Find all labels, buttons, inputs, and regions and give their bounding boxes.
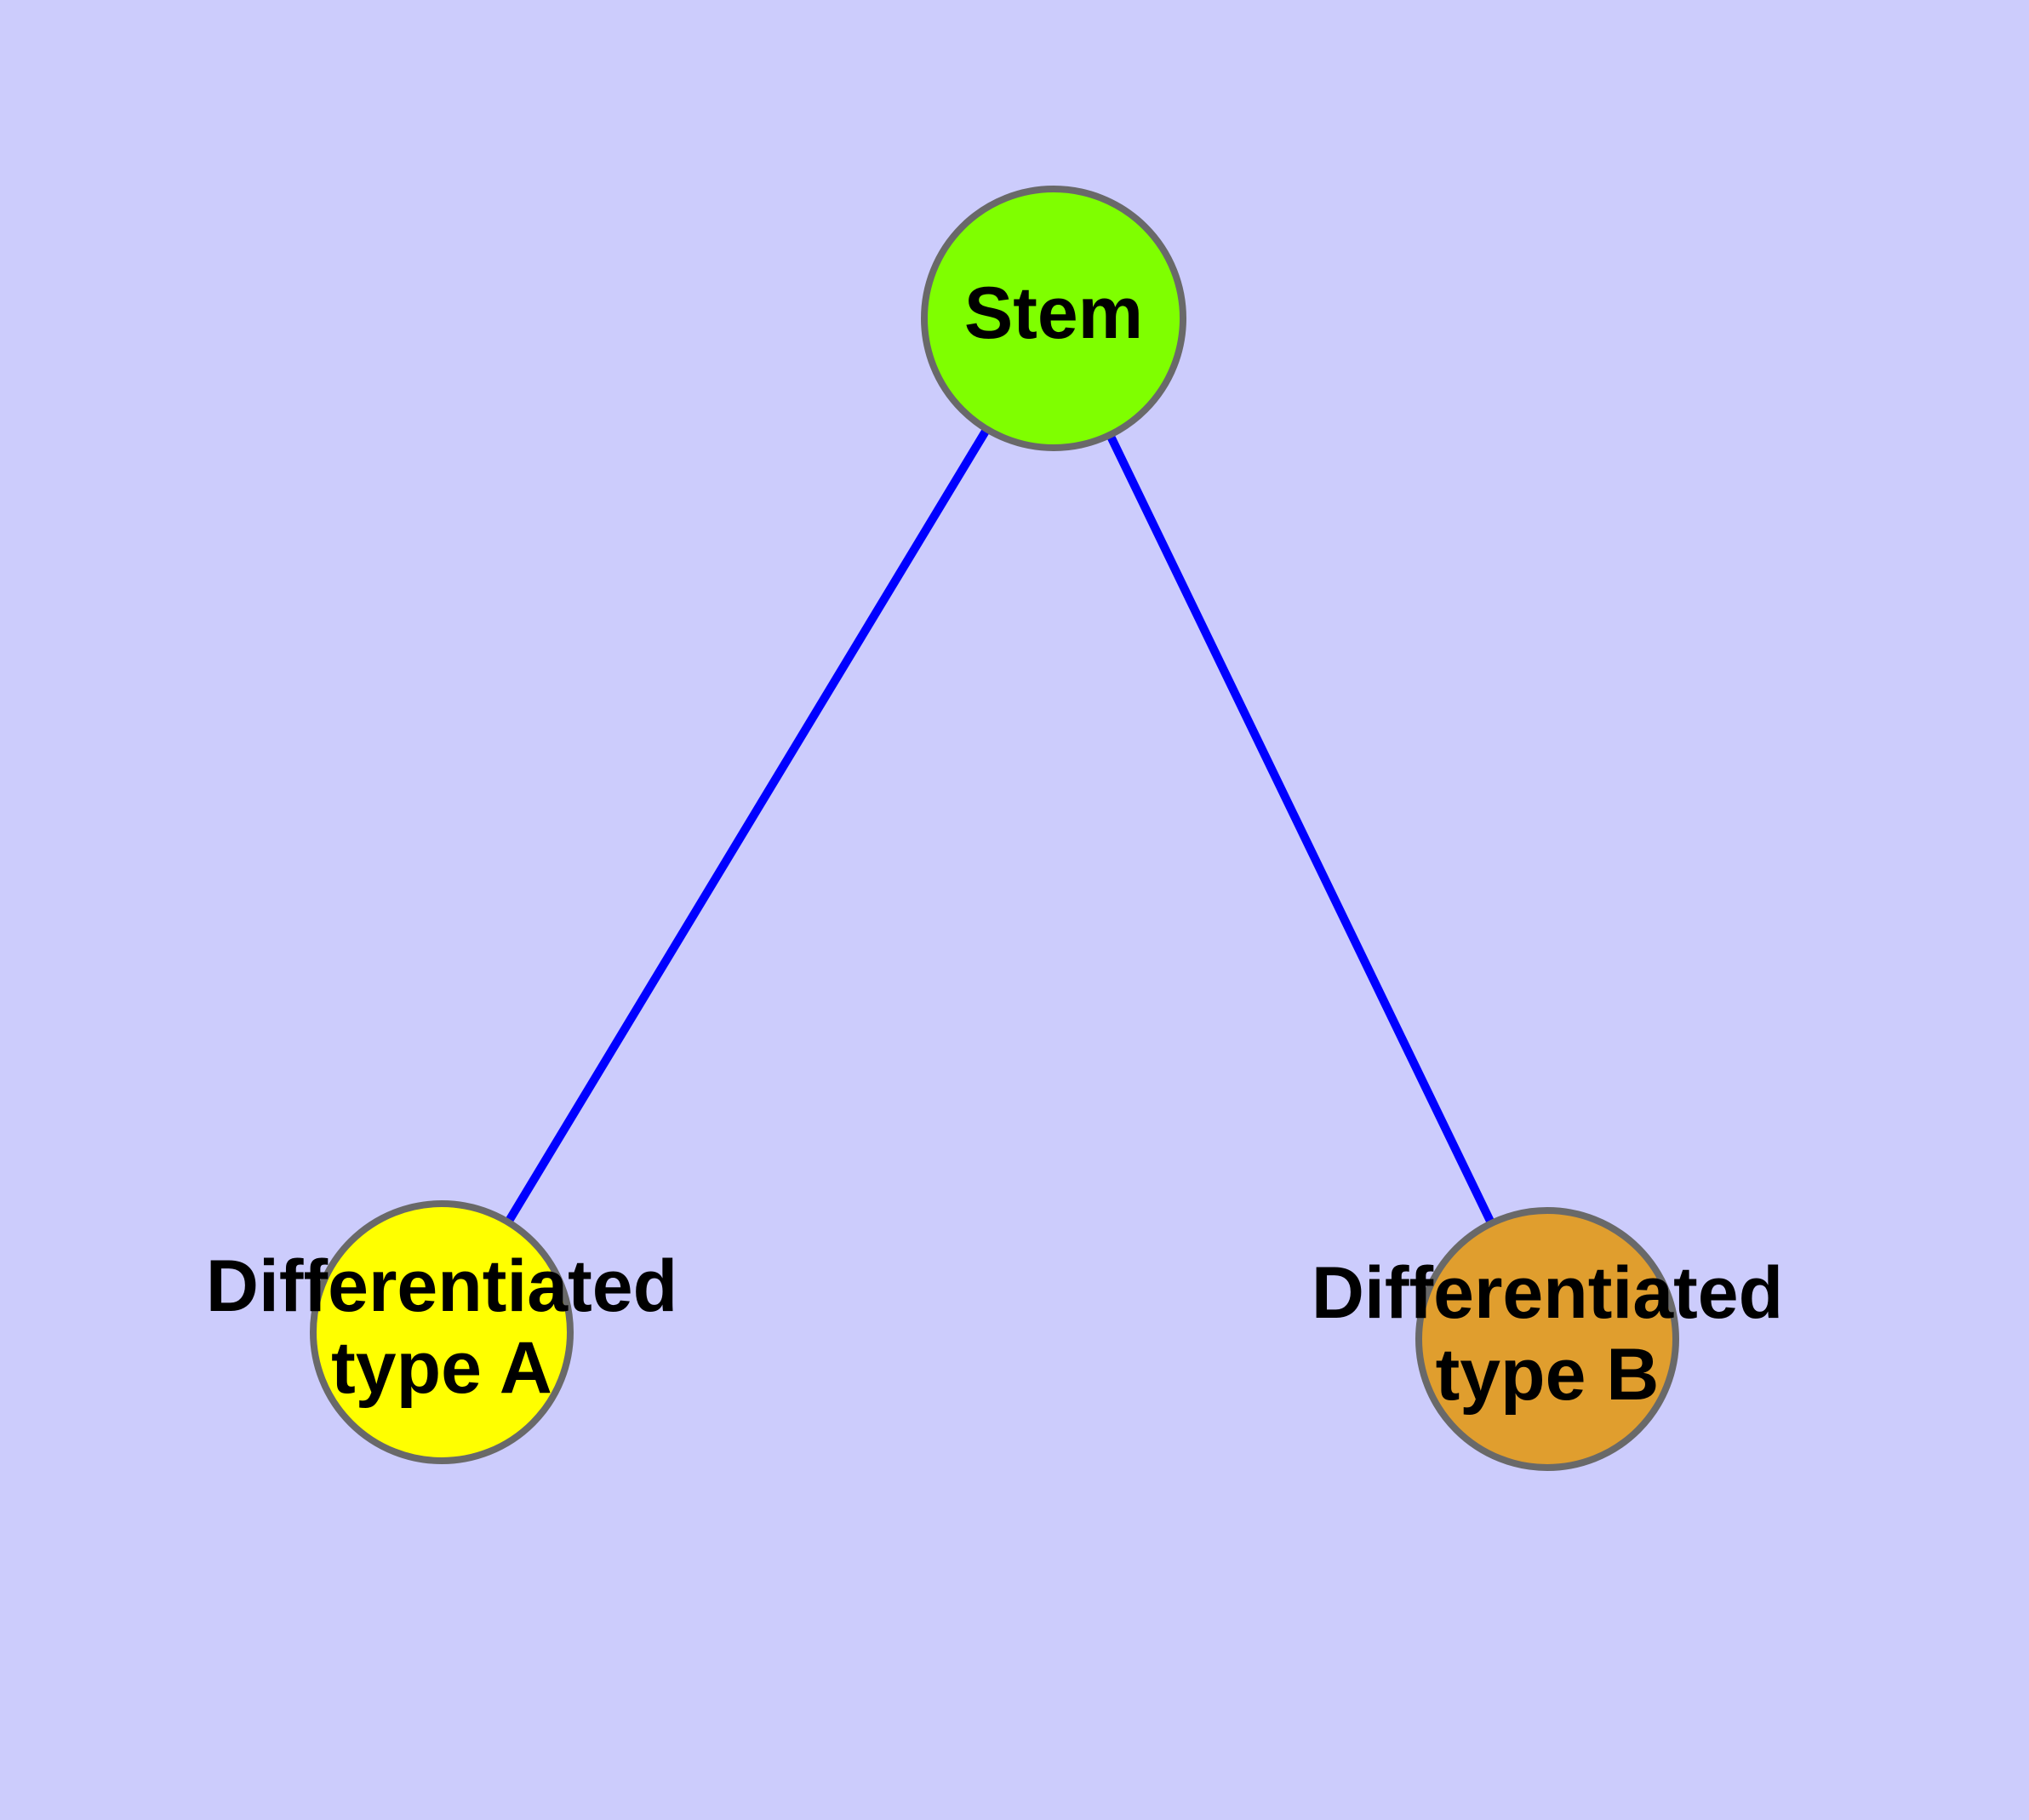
node-stem[interactable]: Stem	[921, 186, 1186, 451]
edges-layer	[503, 425, 1496, 1228]
node-label-line: Differentiated	[1312, 1252, 1783, 1334]
node-label-line: type B	[1436, 1334, 1660, 1416]
node-label-line: Stem	[964, 272, 1143, 354]
node-circle-stem[interactable]	[921, 186, 1186, 451]
node-label-stem: Stem	[964, 272, 1143, 354]
node-circle-diff_b[interactable]	[1415, 1207, 1679, 1471]
node-label-line: type A	[331, 1327, 552, 1409]
edge-stem-to-diff-b[interactable]	[1105, 431, 1496, 1228]
node-circle-diff_a[interactable]	[310, 1200, 574, 1464]
edge-stem-to-diff-a[interactable]	[503, 425, 992, 1227]
node-label-line: Differentiated	[206, 1245, 677, 1327]
